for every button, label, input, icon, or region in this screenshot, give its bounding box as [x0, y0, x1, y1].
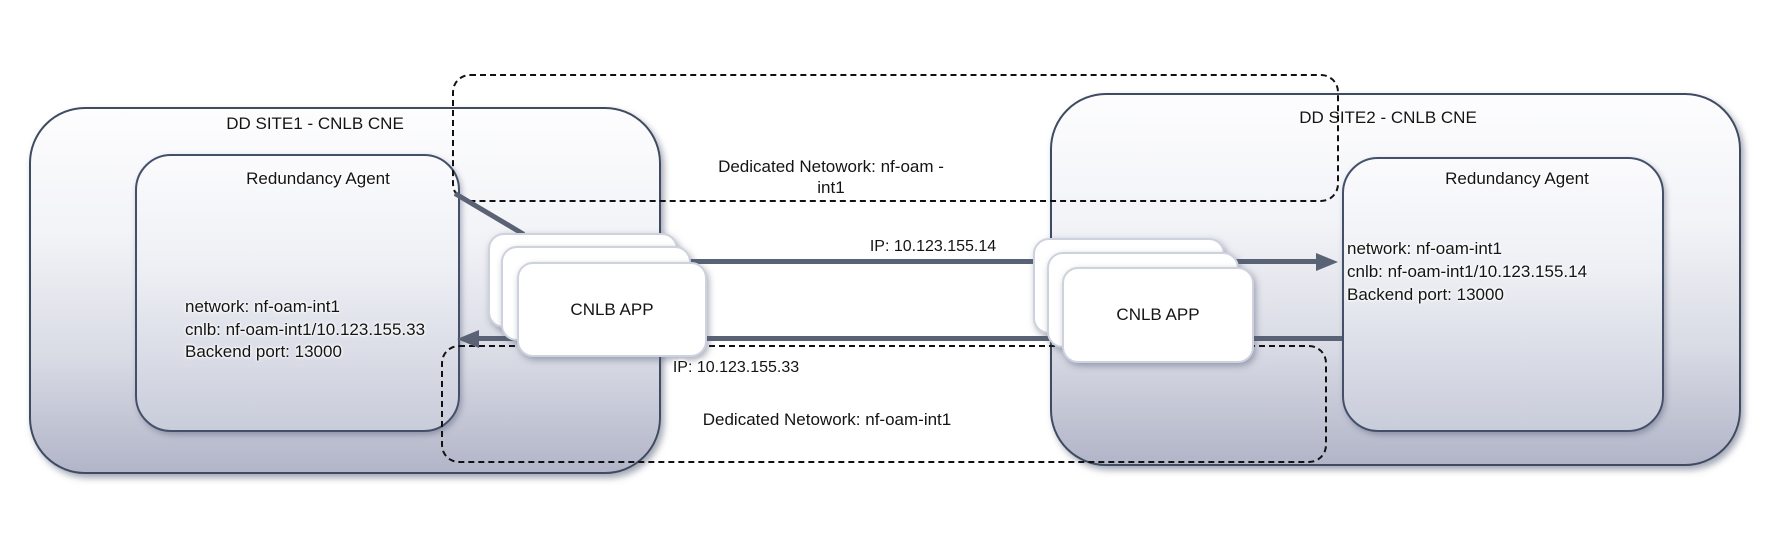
arrow-top-ip-label: IP: 10.123.155.14 [869, 238, 997, 255]
arrow-right-line [665, 259, 1318, 264]
arrow-left-head-icon [457, 330, 479, 348]
dedicated-network-top-label: Dedicated Netowork: nf-oam - int1 [706, 156, 956, 198]
site2-cnlb-line: cnlb: nf-oam-int1/10.123.155.14 [1347, 262, 1588, 281]
site1-cnlb-line: cnlb: nf-oam-int1/10.123.155.33 [185, 319, 426, 339]
site2-cnlb-app-card: CNLB APP [1062, 267, 1254, 363]
dedicated-network-top-box [452, 74, 1339, 202]
site2-backend-port-line: Backend port: 13000 [1347, 285, 1504, 304]
site1-redundancy-agent-title: Redundancy Agent [246, 169, 390, 188]
site1-cnlb-app-card: CNLB APP [517, 262, 707, 357]
dedicated-network-bottom-box [441, 345, 1327, 463]
site2-title: DD SITE2 - CNLB CNE [1299, 108, 1477, 127]
site1-redundancy-agent-box [135, 154, 460, 432]
site1-agent-config: network: nf-oam-int1 cnlb: nf-oam-int1/1… [185, 296, 425, 364]
site1-backend-port-line: Backend port: 13000 [185, 342, 342, 361]
dedicated-network-bottom-label: Dedicated Netowork: nf-oam-int1 [702, 410, 952, 429]
dedicated-network-top-label-line2: int1 [817, 178, 845, 197]
site1-cnlb-app-label: CNLB APP [570, 299, 654, 319]
site2-agent-config: network: nf-oam-int1 cnlb: nf-oam-int1/1… [1347, 237, 1587, 306]
arrow-right-head-icon [1316, 253, 1338, 271]
arrow-left-line [479, 336, 1342, 341]
site2-redundancy-agent-box [1342, 157, 1664, 432]
site1-network-line: network: nf-oam-int1 [185, 297, 340, 316]
site2-redundancy-agent-title: Redundancy Agent [1445, 169, 1589, 188]
arrow-bottom-ip-label: IP: 10.123.155.33 [672, 359, 800, 376]
site1-title: DD SITE1 - CNLB CNE [226, 114, 404, 133]
dedicated-network-top-label-line1: Dedicated Netowork: nf-oam - [718, 157, 944, 176]
site2-network-line: network: nf-oam-int1 [1347, 239, 1502, 258]
site2-cnlb-app-label: CNLB APP [1116, 305, 1200, 324]
